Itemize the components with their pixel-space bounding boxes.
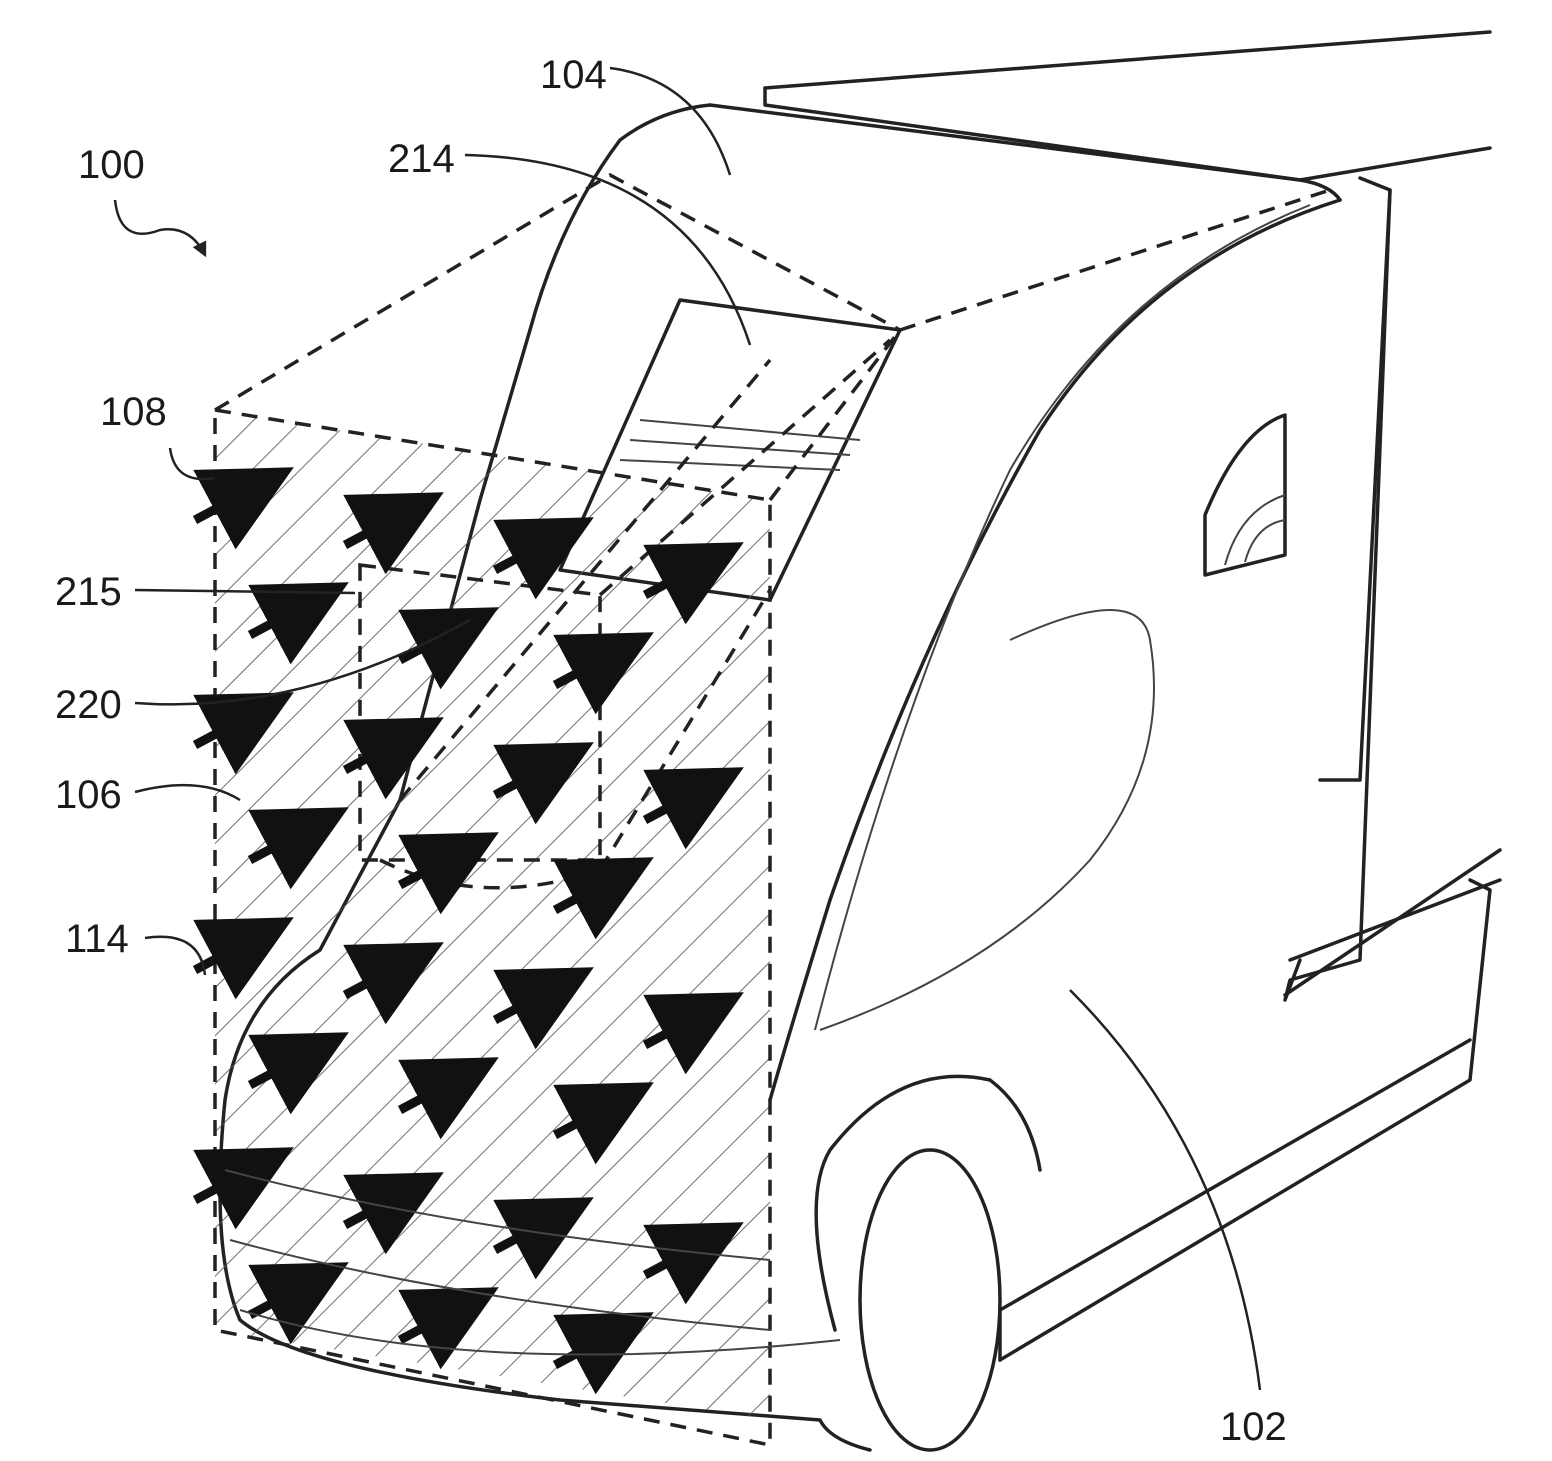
label-214: 214 xyxy=(388,137,455,181)
trailer-outline xyxy=(765,32,1500,1000)
leader-214 xyxy=(465,155,750,345)
label-106: 106 xyxy=(55,773,122,817)
label-215: 215 xyxy=(55,570,122,614)
leader-108 xyxy=(170,448,215,479)
label-104: 104 xyxy=(540,53,607,97)
hatched-zone xyxy=(215,410,770,1420)
label-100: 100 xyxy=(78,143,145,187)
label-114: 114 xyxy=(65,917,129,961)
leader-100 xyxy=(115,200,205,255)
leader-104 xyxy=(610,68,730,175)
label-220: 220 xyxy=(55,683,122,727)
label-102: 102 xyxy=(1220,1405,1287,1449)
label-108: 108 xyxy=(100,390,167,434)
leader-102 xyxy=(1070,990,1260,1390)
